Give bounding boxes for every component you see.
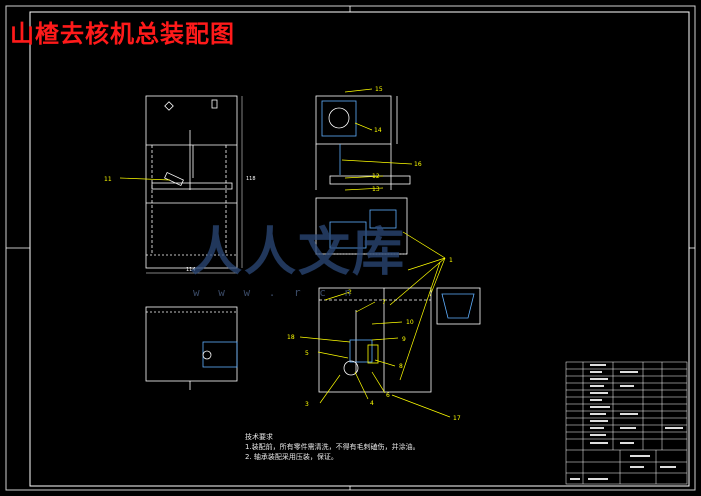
watermark-logo: 人人文库 (190, 223, 407, 283)
watermark-url: w w w . r c n (193, 286, 358, 299)
tech-line-2: 2. 轴承装配采用压装，保证。 (245, 453, 338, 461)
front-view (145, 95, 238, 269)
section-view (318, 287, 481, 393)
tech-requirements: 技术要求 1.装配前，所有零件需清洗，不得有毛刺磕伤，并涂油。 2. 轴承装配采… (245, 432, 420, 462)
part-label-18: 18 (287, 334, 295, 341)
part-label-6: 6 (386, 392, 390, 399)
title-block (565, 361, 688, 485)
part-label-10: 10 (406, 319, 414, 326)
part-label-5: 5 (305, 350, 309, 357)
part-label-11: 11 (104, 176, 112, 183)
title-block-scribbles (570, 364, 683, 480)
part-label-12: 12 (372, 173, 380, 180)
drawing-border (29, 11, 690, 487)
part-label-14: 14 (374, 127, 382, 134)
part-label-9: 9 (402, 336, 406, 343)
front-width-dim: 114 (186, 267, 196, 273)
side-view (315, 95, 411, 255)
part-label-16: 16 (414, 161, 422, 168)
part-label-13: 13 (372, 186, 380, 193)
drawing-title: 山楂去核机总装配图 (10, 20, 235, 48)
part-label-4: 4 (370, 400, 374, 407)
part-label-8: 8 (399, 363, 403, 370)
part-label-1: 1 (449, 257, 453, 264)
tech-line-1: 1.装配前，所有零件需清洗，不得有毛刺磕伤，并涂油。 (245, 443, 420, 451)
part-label-7: 7 (382, 299, 386, 306)
part-label-17: 17 (453, 415, 461, 422)
part-label-3: 3 (305, 401, 309, 408)
tech-heading: 技术要求 (245, 433, 273, 441)
part-label-2: 2 (348, 289, 352, 296)
plan-view (145, 306, 238, 390)
front-height-dim: 118 (246, 176, 256, 182)
part-label-15: 15 (375, 86, 383, 93)
part-1-leaders (389, 231, 446, 306)
